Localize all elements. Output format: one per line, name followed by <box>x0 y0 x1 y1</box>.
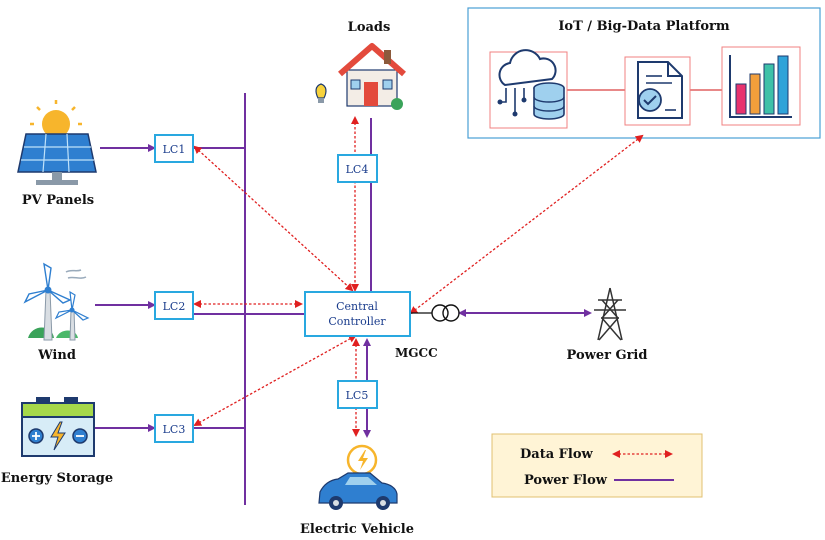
controller-label-line2: Controller <box>328 315 386 328</box>
electric-vehicle-icon <box>318 444 398 510</box>
energy-storage-label: Energy Storage <box>1 471 113 486</box>
legend-power-flow-label: Power Flow <box>524 473 608 488</box>
mgcc-label: MGCC <box>395 346 438 360</box>
central-controller-box: Central Controller <box>304 291 411 337</box>
bar-chart-icon <box>721 46 801 126</box>
data-flow-lines <box>193 116 644 437</box>
loads-label: Loads <box>348 20 391 35</box>
power-grid-label: Power Grid <box>567 348 648 363</box>
lc5-box: LC5 <box>337 380 378 409</box>
controller-label-line1: Central <box>336 300 378 313</box>
lc3-box: LC3 <box>154 414 194 443</box>
document-check-icon <box>624 56 691 126</box>
wind-label: Wind <box>37 348 76 363</box>
cloud-database-icon <box>489 49 568 129</box>
house-icon <box>315 43 406 110</box>
pv-panels-label: PV Panels <box>22 193 94 208</box>
lc1-label: LC1 <box>163 143 186 156</box>
lc2-label: LC2 <box>163 300 186 313</box>
legend-data-flow-label: Data Flow <box>520 447 593 462</box>
wind-turbine-icon <box>23 262 90 341</box>
lc4-box: LC4 <box>337 154 378 183</box>
legend: Data Flow Power Flow <box>491 433 703 498</box>
power-tower-icon <box>594 287 626 341</box>
iot-platform-panel: IoT / Big-Data Platform <box>467 7 821 139</box>
pv-panel-icon <box>17 100 97 185</box>
electric-vehicle-label: Electric Vehicle <box>300 522 414 537</box>
lc1-box: LC1 <box>154 134 194 163</box>
iot-platform-title: IoT / Big-Data Platform <box>558 19 730 34</box>
lc4-label: LC4 <box>346 163 369 176</box>
battery-icon <box>21 397 95 457</box>
transformer-symbol <box>410 304 460 322</box>
lc2-box: LC2 <box>154 291 194 320</box>
lc3-label: LC3 <box>163 423 186 436</box>
lc5-label: LC5 <box>346 389 369 402</box>
